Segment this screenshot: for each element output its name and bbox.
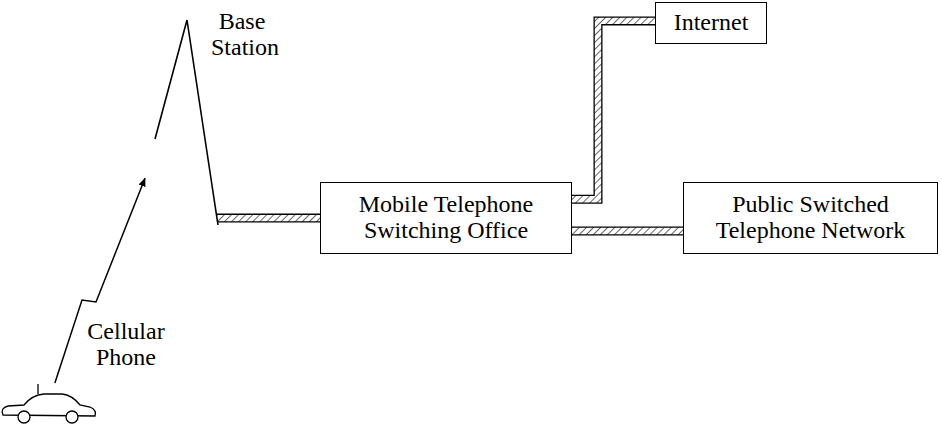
link-hatching <box>217 215 320 221</box>
telephone-network-box: Public Switched Telephone Network <box>683 182 938 254</box>
link-hatching <box>572 228 683 234</box>
car-outline <box>0 383 98 425</box>
node-label: Internet <box>674 10 749 36</box>
car-wheel <box>66 411 78 423</box>
network-box: Internet <box>655 2 767 44</box>
car-body <box>2 394 95 416</box>
node-label: Base Station <box>211 9 273 61</box>
hatched-link <box>572 21 655 199</box>
link-outline <box>572 21 655 199</box>
tower-outline <box>145 15 220 227</box>
node-label: Cellular Phone <box>84 319 168 371</box>
switching-office-box: Mobile Telephone Switching Office <box>320 182 572 254</box>
hatched-link <box>572 230 683 231</box>
link-outline <box>572 226 683 235</box>
node-label: Mobile Telephone Switching Office <box>330 192 562 244</box>
car-antenna <box>37 384 38 394</box>
node-label: Public Switched Telephone Network <box>693 192 928 244</box>
cellular-phone-car: Cellular Phone <box>0 383 98 425</box>
link-hatching <box>572 21 655 199</box>
car-wheel <box>18 411 30 423</box>
hatched-link <box>217 218 320 219</box>
tower-line <box>155 20 218 225</box>
link-outline <box>217 214 320 223</box>
base-station-tower: Base Station <box>145 15 220 227</box>
